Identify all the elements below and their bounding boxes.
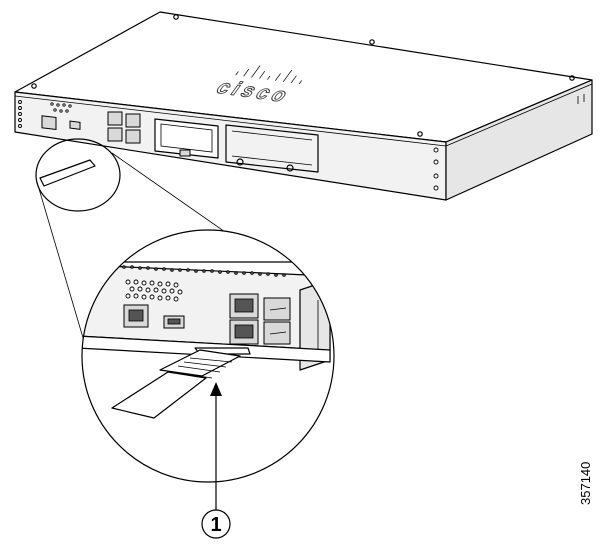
network-module [225, 124, 319, 173]
detail-circle-large [81, 229, 335, 483]
magnified-vent-row [122, 265, 286, 277]
magnified-vent-grid [125, 279, 183, 302]
ethernet-ports [107, 111, 141, 144]
chassis-right-side [445, 79, 593, 201]
front-vents [18, 100, 72, 128]
magnified-ethernet-ports [229, 293, 291, 345]
magnified-pull-tab [111, 347, 251, 419]
callout-circle [201, 509, 231, 539]
side-vents [433, 94, 585, 191]
pull-tab-small [39, 159, 96, 187]
figure-id: 357140 [578, 462, 593, 505]
console-port [41, 115, 57, 131]
callout-1: 1 [201, 382, 231, 539]
magnified-view [82, 230, 334, 482]
usb-port [69, 120, 81, 130]
router-chassis: cisco [14, 11, 593, 201]
callout-arrowhead [210, 382, 222, 396]
callout-number: 1 [210, 514, 221, 536]
detail-circle-small [35, 138, 121, 212]
